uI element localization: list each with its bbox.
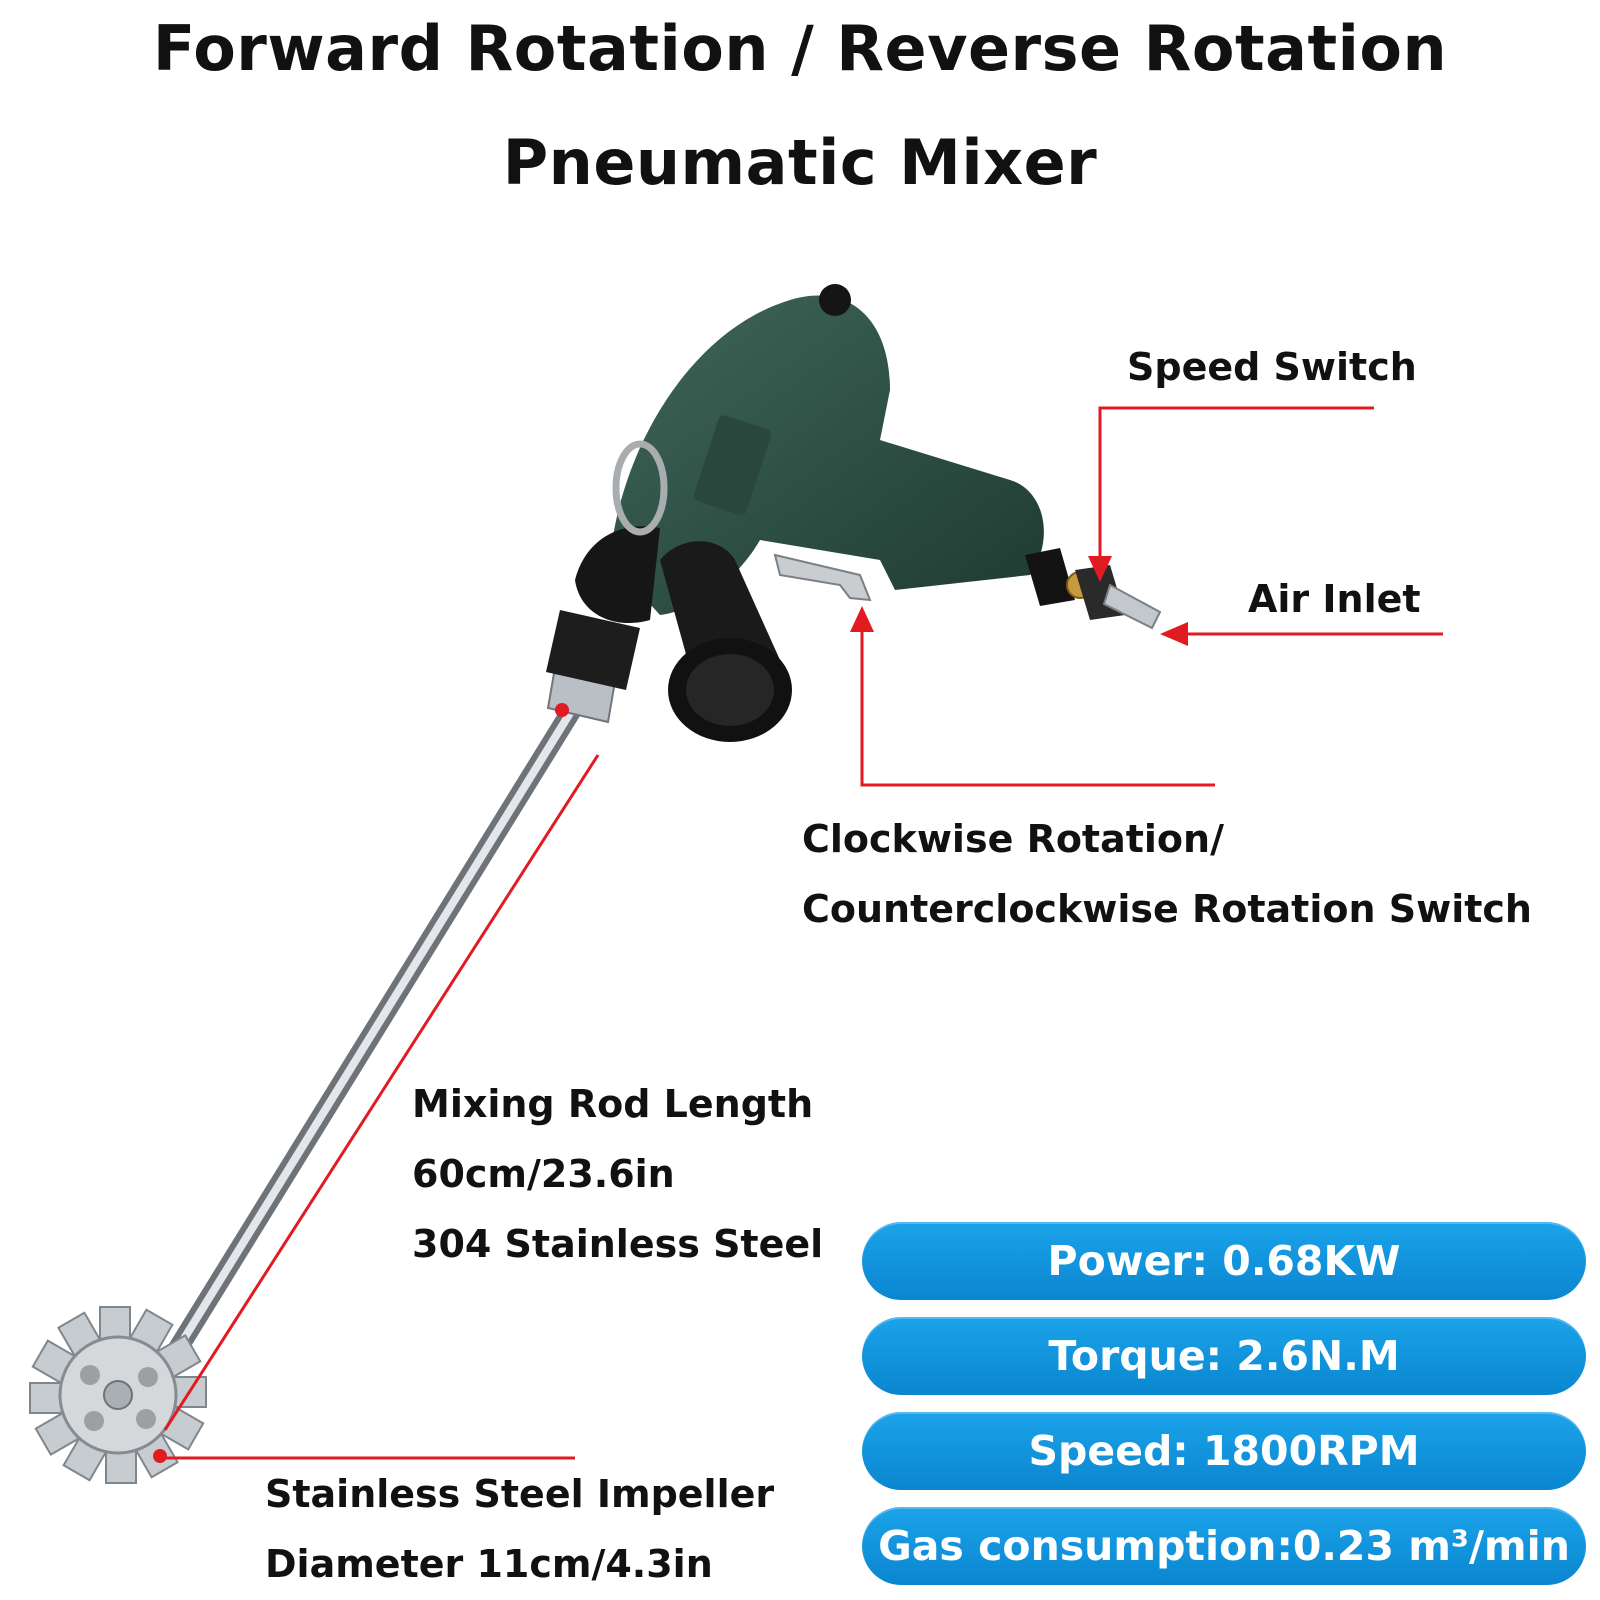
speed-switch-label: Speed Switch xyxy=(1127,345,1417,389)
impeller-label-line-2: Diameter 11cm/4.3in xyxy=(265,1542,713,1586)
speed-switch-arrow xyxy=(1088,556,1112,582)
title-line-1: Forward Rotation / Reverse Rotation xyxy=(152,12,1448,85)
drill-chuck xyxy=(546,610,640,724)
rotation-switch-label-line-1: Clockwise Rotation/ xyxy=(802,817,1224,861)
rod-label-line-3: 304 Stainless Steel xyxy=(412,1222,824,1266)
mixing-rod xyxy=(130,695,585,1420)
rotation-switch-label-line-2: Counterclockwise Rotation Switch xyxy=(802,887,1532,931)
key-ring xyxy=(612,440,668,536)
callout-markers xyxy=(153,556,1188,1463)
spec-power: Power: 0.68KW xyxy=(862,1222,1586,1300)
impeller-marker-dot xyxy=(153,1449,167,1463)
rod-label-line-1: Mixing Rod Length xyxy=(412,1082,814,1126)
air-inlet-fitting xyxy=(1025,548,1162,630)
air-inlet-arrow xyxy=(1160,622,1188,646)
impeller-label-line-1: Stainless Steel Impeller xyxy=(265,1472,775,1516)
rod-marker-dot xyxy=(555,703,569,717)
air-inlet-label: Air Inlet xyxy=(1248,577,1421,621)
title-line-2: Pneumatic Mixer xyxy=(502,126,1098,199)
rotation-switch-arrow xyxy=(850,606,874,632)
tool-body xyxy=(575,284,1044,624)
spec-torque: Torque: 2.6N.M xyxy=(862,1317,1586,1395)
callout-lines xyxy=(163,406,1443,1460)
spec-gas-consumption: Gas consumption:0.23 m³/min xyxy=(862,1507,1586,1585)
trigger-lever xyxy=(773,553,872,602)
impeller xyxy=(29,1306,207,1484)
side-handle xyxy=(660,541,792,742)
rod-label-line-2: 60cm/23.6in xyxy=(412,1152,675,1196)
spec-speed: Speed: 1800RPM xyxy=(862,1412,1586,1490)
